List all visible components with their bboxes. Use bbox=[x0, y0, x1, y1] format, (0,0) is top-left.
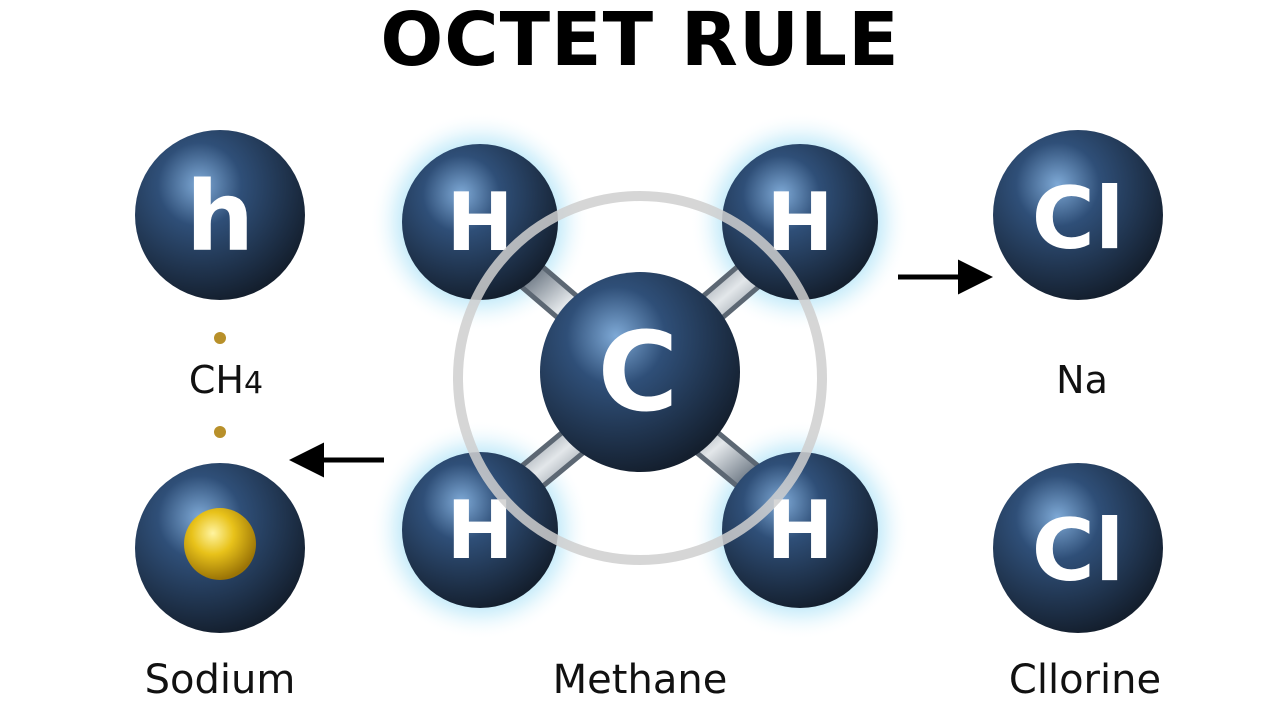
valence-electron-icon bbox=[184, 508, 256, 580]
atom-sodium bbox=[135, 463, 305, 633]
na-label: Na bbox=[1056, 358, 1108, 402]
methane-hydrogen-top-right: H bbox=[722, 144, 878, 300]
electron-dot bbox=[214, 332, 226, 344]
formula-subscript: 4 bbox=[244, 366, 264, 401]
atom-symbol: h bbox=[186, 161, 254, 273]
atom-left-top: h bbox=[135, 130, 305, 300]
page-title: OCTET RULE bbox=[380, 0, 900, 83]
atom-chlorine-top: Cl bbox=[993, 130, 1163, 300]
formula-label: CH4 bbox=[126, 358, 326, 406]
atom-chlorine-bottom: Cl bbox=[993, 463, 1163, 633]
caption-chlorine: Cllorine bbox=[1008, 657, 1162, 703]
caption-methane: Methane bbox=[552, 657, 728, 703]
octet-ring bbox=[453, 191, 827, 565]
methane-carbon: C bbox=[540, 272, 740, 472]
methane-hydrogen-bottom-left: H bbox=[402, 452, 558, 608]
methane-hydrogen-top-left: H bbox=[402, 144, 558, 300]
caption-sodium: Sodium bbox=[144, 657, 296, 703]
formula-main: CH bbox=[188, 358, 244, 402]
electron-dot bbox=[214, 426, 226, 438]
atom-symbol: C bbox=[598, 308, 679, 436]
atom-symbol: Cl bbox=[1032, 169, 1125, 269]
atom-symbol: Cl bbox=[1032, 501, 1125, 601]
